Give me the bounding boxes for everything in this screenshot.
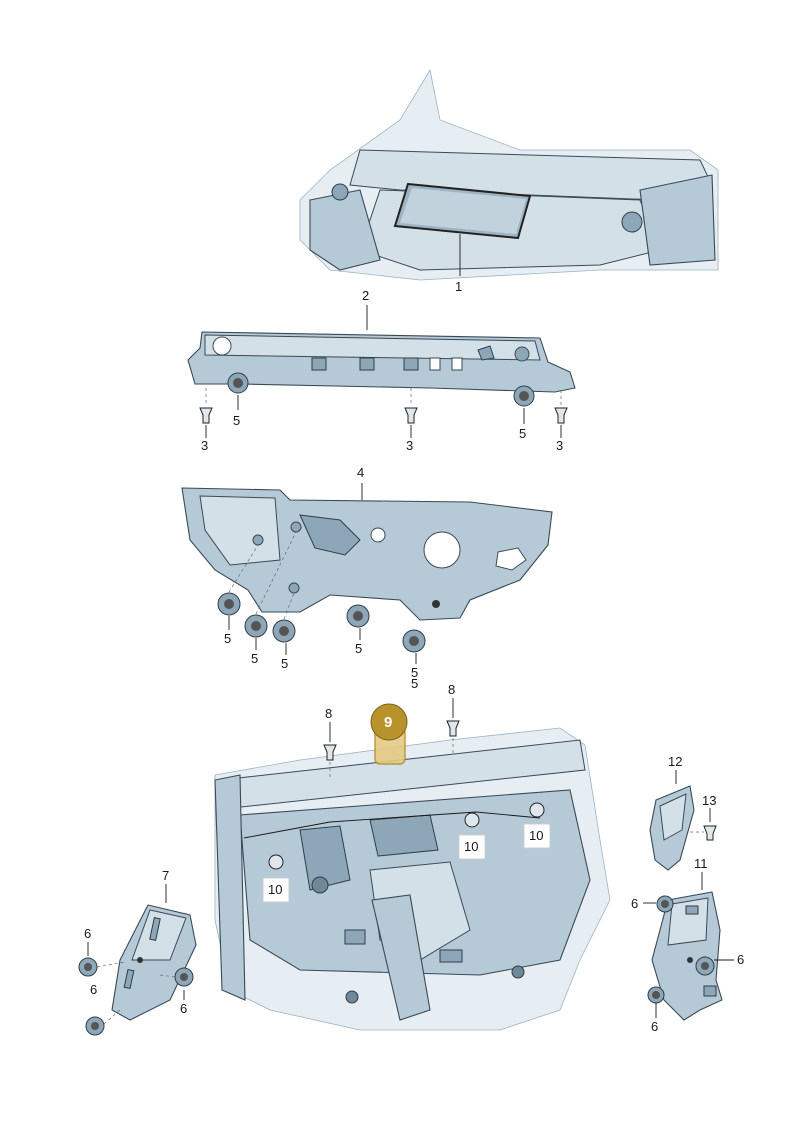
bulkhead-insulation [181,487,553,621]
callout-1: 1 [455,279,462,294]
callout-6b: 6 [90,982,97,997]
clip-10-middle: 10 [458,812,486,860]
callout-5a: 5 [233,413,240,428]
highlighted-part-9: 9 [370,703,408,765]
callout-6f: 6 [651,1019,658,1034]
sound-insulation-mat [393,182,532,240]
callout-5d: 5 [251,651,258,666]
callout-5g: 5 [411,665,418,680]
callout-5b: 5 [519,426,526,441]
callout-9: 9 [384,714,392,731]
nuts-6-left [78,957,194,1036]
callout-10c: 10 [529,828,543,843]
callout-13: 13 [702,793,716,808]
clip-10-right: 10 [523,802,551,849]
callout-5f: 5 [355,641,362,656]
callout-8a: 8 [325,706,332,721]
callout-3a: 3 [201,438,208,453]
vehicle-interior [214,727,611,1031]
callout-6e: 6 [737,952,744,967]
nut-5-left [227,372,249,394]
callout-7: 7 [162,868,169,883]
callout-3b: 3 [406,438,413,453]
bracket-7 [111,904,197,1021]
callout-4: 4 [357,465,364,480]
callout-6a: 6 [84,926,91,941]
bolt-8-right [446,720,460,737]
callout-8b: 8 [448,682,455,697]
callout-10b: 10 [464,839,478,854]
trim-piece-12 [649,785,695,871]
bracket-11 [651,891,723,1021]
callout-5c: 5 [224,631,231,646]
nuts-5-bulkhead [217,592,426,653]
clip-10-left: 10 [262,854,290,903]
screw-13 [703,825,717,841]
nuts-6-right [647,895,715,1004]
insulation-panel-upper [187,331,576,393]
nut-5-right [513,385,535,407]
callout-6c: 6 [180,1001,187,1016]
callout-5e: 5 [281,656,288,671]
callout-10a: 10 [268,882,282,897]
callout-2: 2 [362,288,369,303]
callout-12: 12 [668,754,682,769]
callout-5h: 5 [411,676,418,691]
bolt-8-left [323,744,337,761]
clip-3-middle [404,407,418,424]
callout-11: 11 [694,856,708,871]
clip-3-left [199,407,213,424]
body-section-top [299,68,719,281]
clip-3-right [554,407,568,424]
callout-3c: 3 [556,438,563,453]
callout-6d: 6 [631,896,638,911]
